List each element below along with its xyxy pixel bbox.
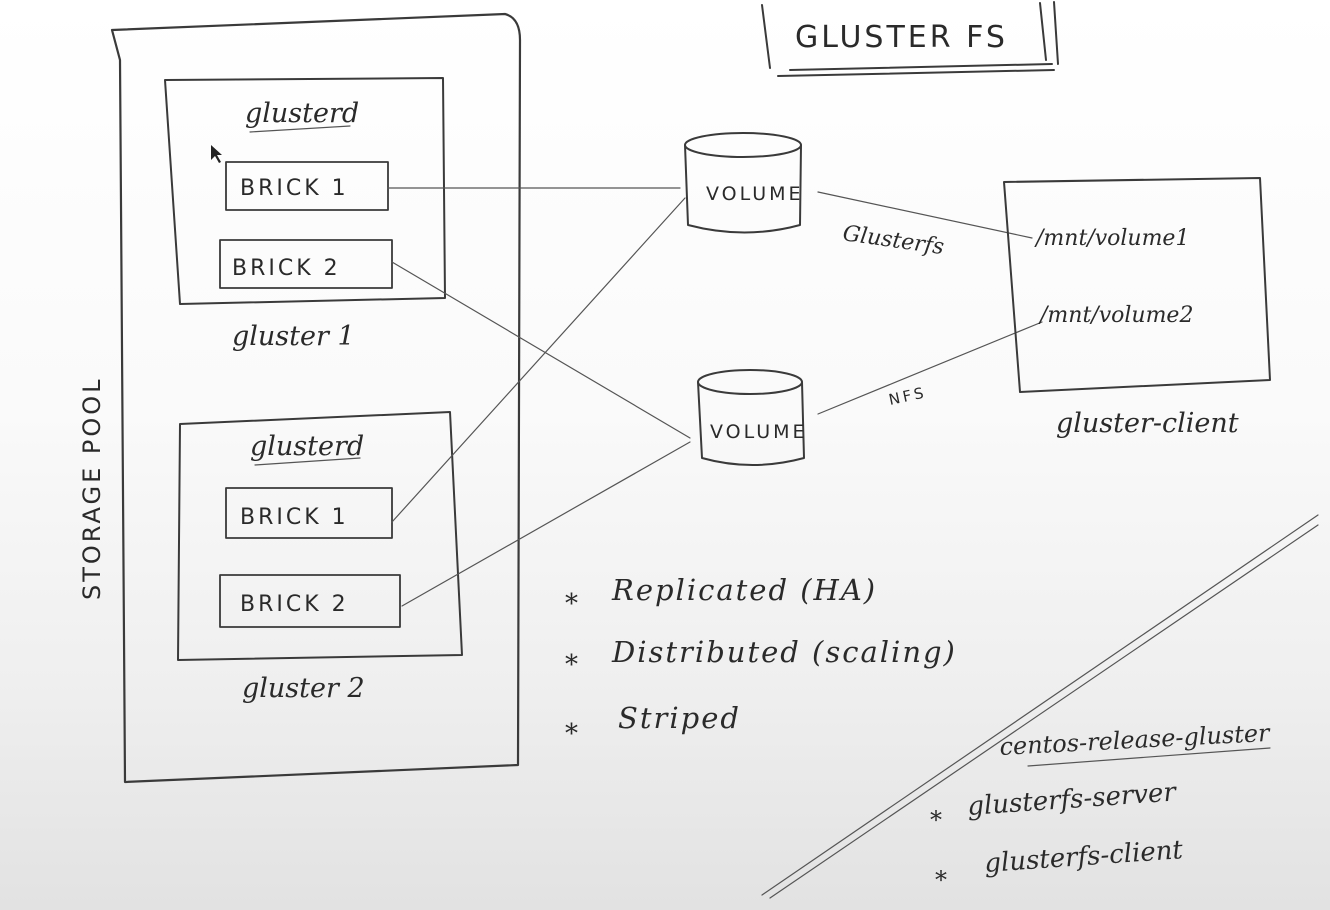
client-mount-1: /mnt/volume1 [1034, 226, 1189, 251]
node-2-daemon: glusterd [250, 431, 364, 462]
link-n2b2-vol2 [401, 441, 691, 607]
client-mount-2: /mnt/volume2 [1038, 303, 1193, 328]
link-n2b1-vol1 [391, 197, 686, 523]
repo-title: centos-release-gluster [999, 719, 1272, 761]
page-title: GLUSTER FS [795, 20, 1008, 55]
link-vol2-client [817, 321, 1043, 415]
volume-1: VOLUME [684, 132, 804, 234]
bullet-icon: * [565, 719, 578, 749]
bullet-icon: * [935, 866, 947, 894]
volume-type-2: Distributed (scaling) [611, 635, 957, 669]
nfs-protocol-label: NFS [887, 383, 928, 409]
brick-volume-links [387, 187, 691, 607]
volume-1-label: VOLUME [706, 183, 804, 205]
node-1-daemon: glusterd [245, 98, 359, 129]
node-2-brick-1-label: BRICK 1 [240, 505, 349, 530]
node-1-brick-2-label: BRICK 2 [232, 256, 341, 281]
link-vol1-client [817, 191, 1033, 239]
glusterfs-protocol-label: Glusterfs [841, 221, 945, 260]
node-gluster-2: glusterd BRICK 1 BRICK 2 gluster 2 [177, 411, 463, 704]
client-links: Glusterfs NFS [817, 191, 1043, 415]
node-1-brick-2 [219, 239, 393, 289]
volume-type-3: Striped [618, 701, 741, 735]
bullet-icon: * [930, 806, 942, 834]
bullet-icon: * [565, 589, 578, 619]
node-gluster-1: glusterd BRICK 1 BRICK 2 gluster 1 [164, 77, 446, 352]
node-2-brick-1 [225, 487, 393, 539]
volume-type-1: Replicated (HA) [611, 573, 877, 607]
volume-2-label: VOLUME [710, 421, 808, 443]
link-n1b2-vol2 [391, 261, 691, 439]
node-1-brick-1 [225, 161, 389, 211]
node-2-brick-2 [219, 574, 401, 628]
volume-types-list: * Replicated (HA) * Distributed (scaling… [565, 573, 957, 749]
node-2-brick-2-label: BRICK 2 [240, 592, 349, 617]
repo-package-1: glusterfs-server [966, 777, 1178, 822]
volume-2: VOLUME [697, 369, 808, 466]
diagonal-divider [761, 514, 1319, 899]
node-1-name: gluster 1 [232, 321, 355, 352]
client-box: /mnt/volume1 /mnt/volume2 gluster-client [1003, 177, 1271, 439]
node-2-name: gluster 2 [242, 673, 365, 704]
storage-pool-box: STORAGE POOL [78, 12, 522, 784]
node-1-brick-1-label: BRICK 1 [240, 176, 349, 201]
client-name: gluster-client [1056, 408, 1239, 439]
title-box: GLUSTER FS [761, 1, 1059, 77]
repo-package-2: glusterfs-client [983, 835, 1184, 879]
bullet-icon: * [565, 650, 578, 680]
mouse-cursor-icon [211, 145, 222, 163]
storage-pool-label: STORAGE POOL [78, 377, 106, 601]
